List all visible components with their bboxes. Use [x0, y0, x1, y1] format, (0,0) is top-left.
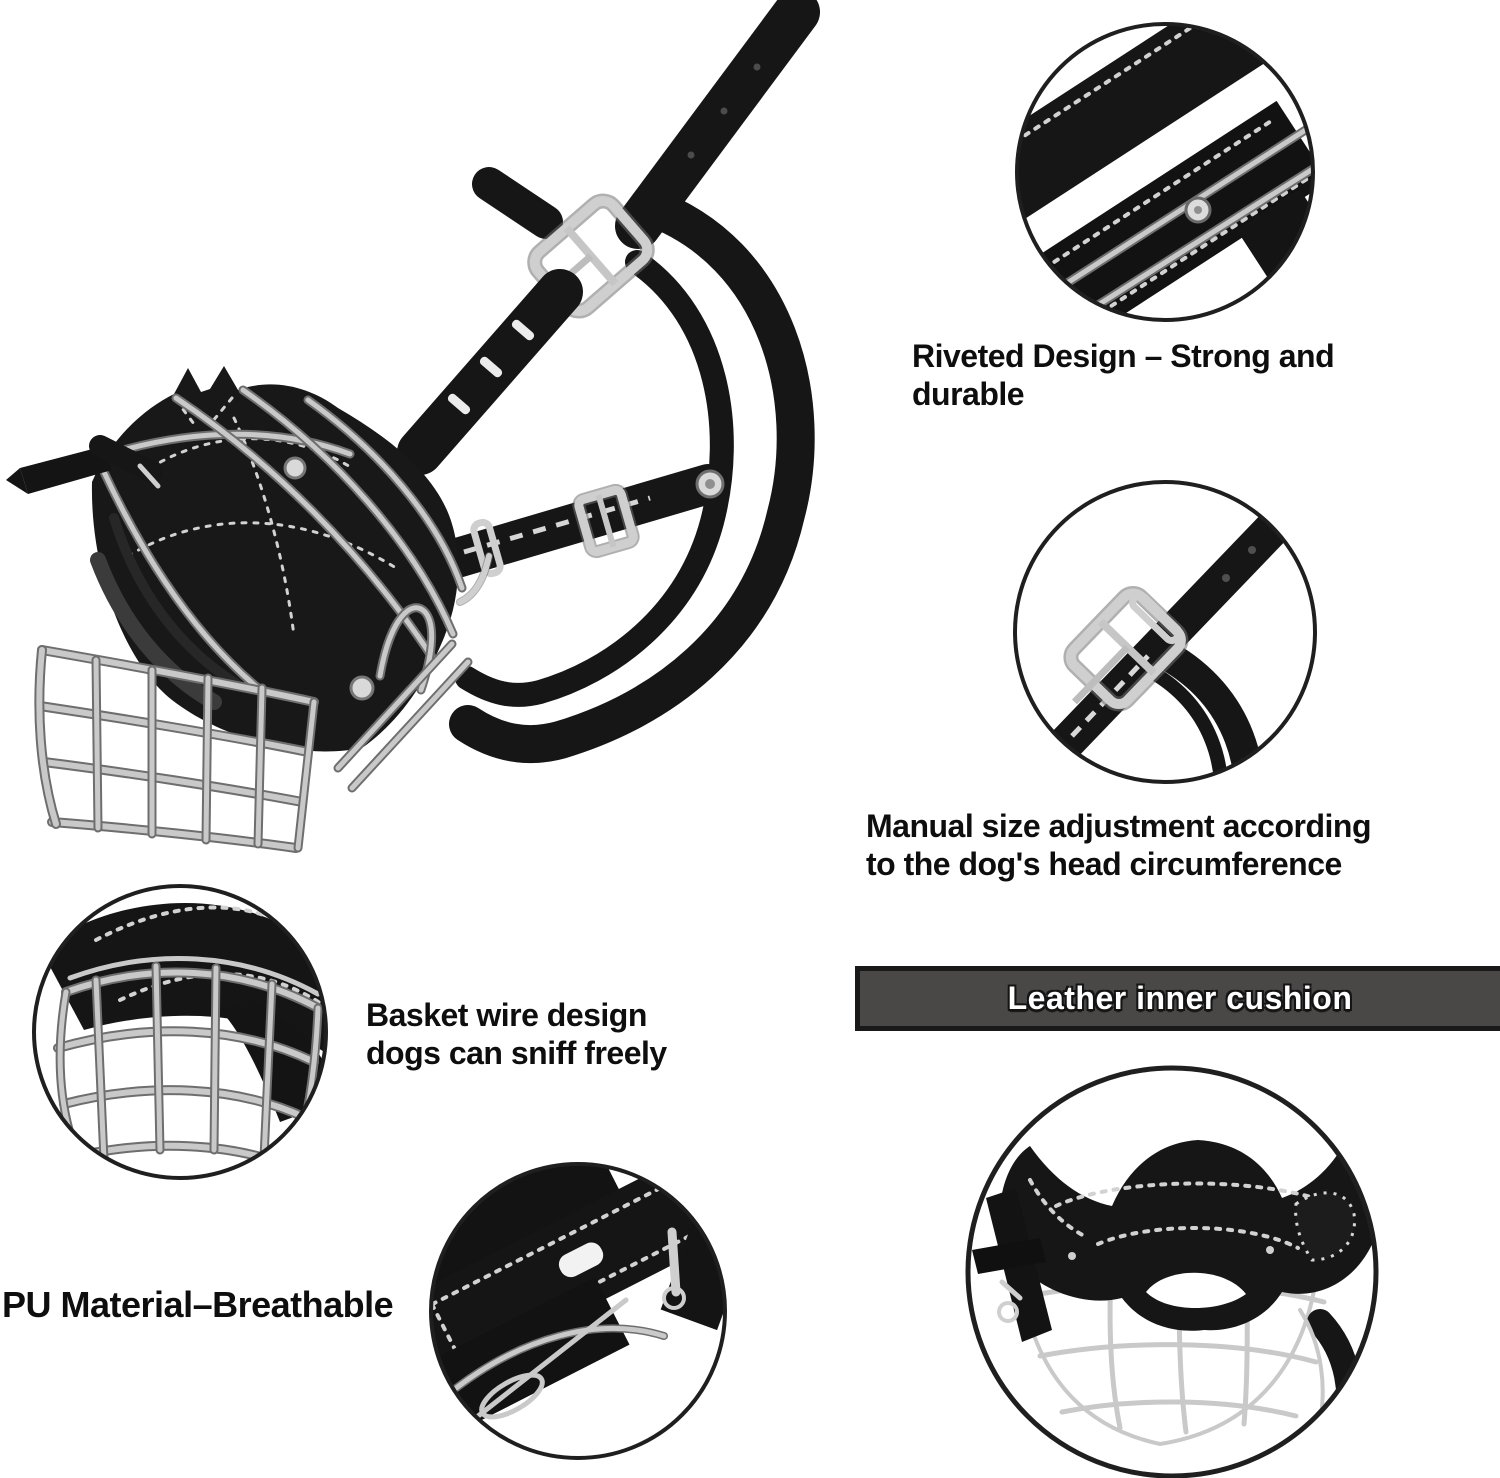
- adjustment-buckle: [1063, 585, 1189, 712]
- muzzle-top-wires: [99, 385, 473, 793]
- caption-line: to the dog's head circumference: [866, 846, 1342, 883]
- callout-riveted-detail: [1015, 22, 1315, 322]
- callout-basket-detail: [32, 884, 328, 1180]
- caption-line: Riveted Design – Strong and: [912, 338, 1335, 374]
- caption-line: Manual size adjustment according: [866, 808, 1372, 844]
- callout-material-detail: [429, 1162, 727, 1460]
- caption-basket-wire: Basket wire design dogs can sniff freely: [366, 996, 667, 1072]
- caption-pu-material: PU Material–Breathable: [2, 1284, 394, 1327]
- caption-size-adjustment: Manual size adjustment according to the …: [866, 807, 1372, 883]
- caption-riveted-design: Riveted Design – Strong and durable: [912, 337, 1335, 413]
- caption-line: PU Material–Breathable: [2, 1284, 394, 1325]
- cushion-banner-label: Leather inner cushion: [1007, 980, 1353, 1016]
- callout-cushion-detail: [965, 1065, 1379, 1478]
- wire-basket: [34, 645, 319, 853]
- callout-buckle-detail: [1013, 480, 1317, 784]
- side-adjuster-strap: [410, 464, 728, 606]
- cushion-banner: Leather inner cushion: [855, 966, 1500, 1031]
- cheek-strap: [397, 269, 583, 475]
- left-strap-tab: [6, 435, 163, 494]
- rivet: [1184, 196, 1212, 224]
- caption-line: dogs can sniff freely: [366, 1035, 667, 1072]
- leather-cushion: [999, 1136, 1376, 1331]
- neck-loop-strap: [449, 187, 815, 764]
- product-photo-dog-muzzle: [6, 0, 820, 853]
- strap-rivet: [695, 469, 725, 499]
- muzzle-leather-top: [90, 366, 459, 752]
- caption-line: Basket wire design: [366, 997, 647, 1033]
- caption-line: durable: [912, 376, 1025, 413]
- head-strap: [472, 0, 820, 249]
